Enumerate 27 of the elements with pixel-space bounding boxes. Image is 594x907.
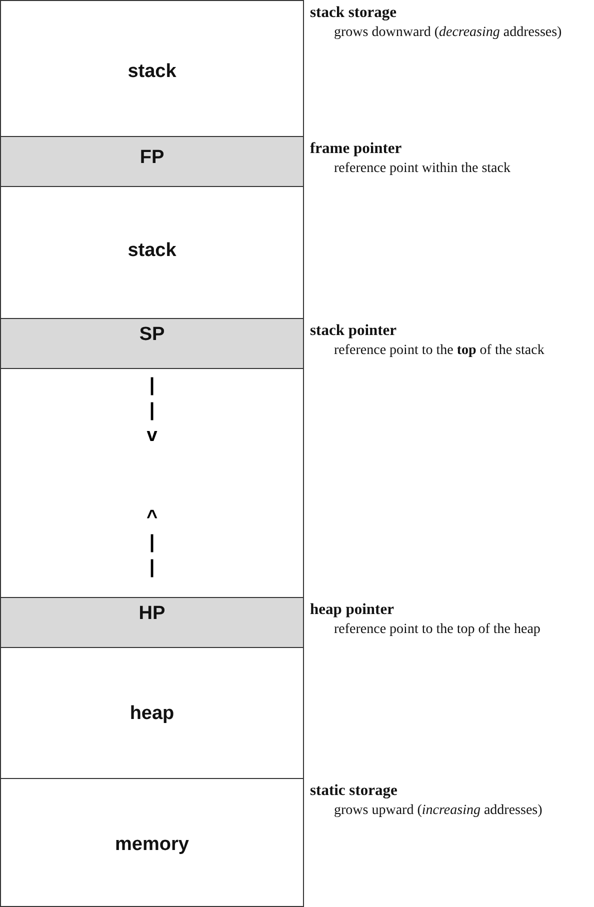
pointer-name: HP (138, 603, 166, 625)
downward-growth-arrow: | | v (146, 374, 158, 448)
region-name: memory (114, 834, 190, 856)
note-heading: static storage (310, 782, 398, 800)
pointer-name: SP (138, 324, 166, 346)
note-text: reference point to the top of the heap (334, 622, 540, 638)
note-text: grows upward (increasing addresses) (334, 803, 542, 819)
upward-growth-arrow: ^ | | (145, 506, 159, 580)
free-space-region (0, 368, 304, 598)
memory-region (0, 778, 304, 907)
region-name: heap (128, 703, 176, 725)
note-text: reference point within the stack (334, 161, 510, 177)
region-name: stack (126, 240, 178, 262)
pointer-name: FP (138, 147, 166, 169)
pointer-band (0, 136, 304, 187)
memory-region (0, 0, 304, 137)
note-heading: heap pointer (310, 601, 394, 619)
note-heading: frame pointer (310, 140, 402, 158)
memory-region (0, 186, 304, 319)
region-name: stack (126, 61, 178, 83)
note-text: grows downward (decreasing addresses) (334, 25, 562, 41)
pointer-band (0, 318, 304, 369)
note-text: reference point to the top of the stack (334, 343, 544, 359)
note-heading: stack pointer (310, 322, 397, 340)
note-heading: stack storage (310, 4, 397, 22)
memory-region (0, 647, 304, 779)
pointer-band (0, 597, 304, 648)
